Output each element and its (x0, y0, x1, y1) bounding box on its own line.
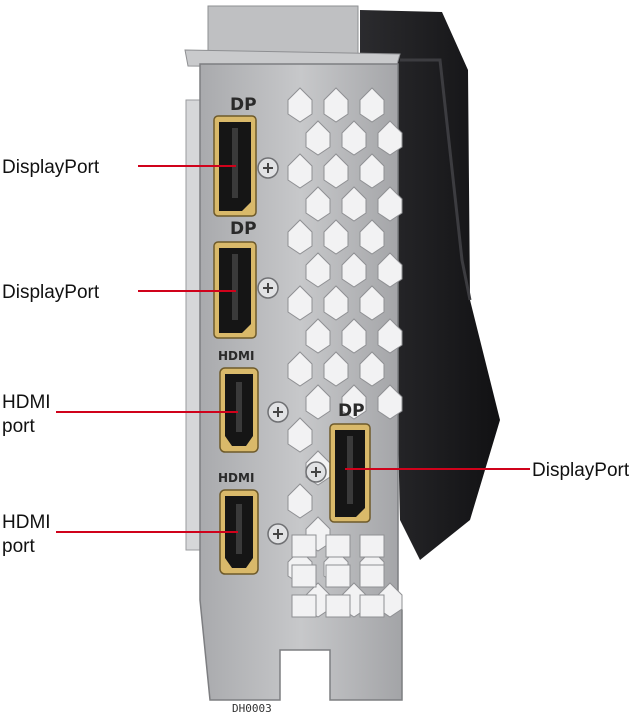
vent-cutout (287, 153, 313, 189)
vent-cutout (359, 594, 385, 618)
vent-cutout (305, 252, 331, 288)
vent-cutout (325, 534, 351, 558)
vent-cutout (287, 417, 313, 453)
vent-cutout (305, 318, 331, 354)
vent-cutout (291, 564, 317, 588)
port-marking-hdmi-2: HDMI (218, 471, 254, 485)
vent-cutout (341, 120, 367, 156)
vent-cutout (341, 384, 367, 420)
vent-cutout (359, 564, 385, 588)
vent-cutout (377, 252, 403, 288)
ports-group (213, 115, 371, 575)
cooler-edge-highlight (400, 58, 472, 301)
vent-cutout (359, 87, 385, 123)
screw-cross (263, 283, 273, 293)
port-marking-dp-1: DP (230, 95, 257, 115)
vent-cutout (323, 285, 349, 321)
vent-cutout (359, 285, 385, 321)
callout-hdmi-1-line-2: port (2, 416, 35, 437)
vent-cutout (359, 534, 385, 558)
callout-displayport-1: DisplayPort (2, 157, 100, 178)
vent-cutout (359, 219, 385, 255)
vent-cutout (305, 186, 331, 222)
callout-displayport-3: DisplayPort (532, 460, 630, 481)
vent-cutout (291, 534, 317, 558)
port-marking-hdmi-1: HDMI (218, 349, 254, 363)
vent-cutout (287, 483, 313, 519)
hdmi-tongue (236, 504, 242, 554)
vent-cutout (341, 186, 367, 222)
bracket-code: DH0003 (232, 702, 272, 715)
vent-cutout (291, 594, 317, 618)
vent-cutout (323, 219, 349, 255)
pcb-edge (185, 99, 201, 551)
vent-cutout (377, 186, 403, 222)
hdmi-tongue (236, 382, 242, 432)
screw-cross (273, 407, 283, 417)
vent-cutout (341, 252, 367, 288)
displayport-tongue (232, 128, 238, 198)
vent-cutout (377, 120, 403, 156)
vent-cutout (377, 318, 403, 354)
vent-cutout (359, 351, 385, 387)
vent-cutout (325, 564, 351, 588)
vent-cutout (377, 384, 403, 420)
vent-cutout (323, 87, 349, 123)
screw-cross (263, 163, 273, 173)
vent-cutout (287, 87, 313, 123)
vent-cutout (287, 285, 313, 321)
screw-cross (273, 529, 283, 539)
vent-cutout (323, 351, 349, 387)
callout-hdmi-1-line-1: HDMI (2, 392, 51, 413)
vent-cutout (287, 351, 313, 387)
vent-cutout (287, 219, 313, 255)
vent-cutout (305, 120, 331, 156)
port-marking-dp-2: DP (230, 219, 257, 239)
top-block (207, 5, 359, 55)
ventilation-grid (287, 87, 403, 618)
vent-cutout (305, 384, 331, 420)
callout-displayport-2: DisplayPort (2, 282, 100, 303)
port-marking-dp-3: DP (338, 401, 365, 421)
vent-cutout (341, 318, 367, 354)
vent-cutout (323, 153, 349, 189)
vent-cutout (325, 594, 351, 618)
displayport-tongue (232, 254, 238, 320)
callout-hdmi-2-line-2: port (2, 536, 35, 557)
screw-cross (311, 467, 321, 477)
vent-cutout (359, 153, 385, 189)
callout-hdmi-2-line-1: HDMI (2, 512, 51, 533)
